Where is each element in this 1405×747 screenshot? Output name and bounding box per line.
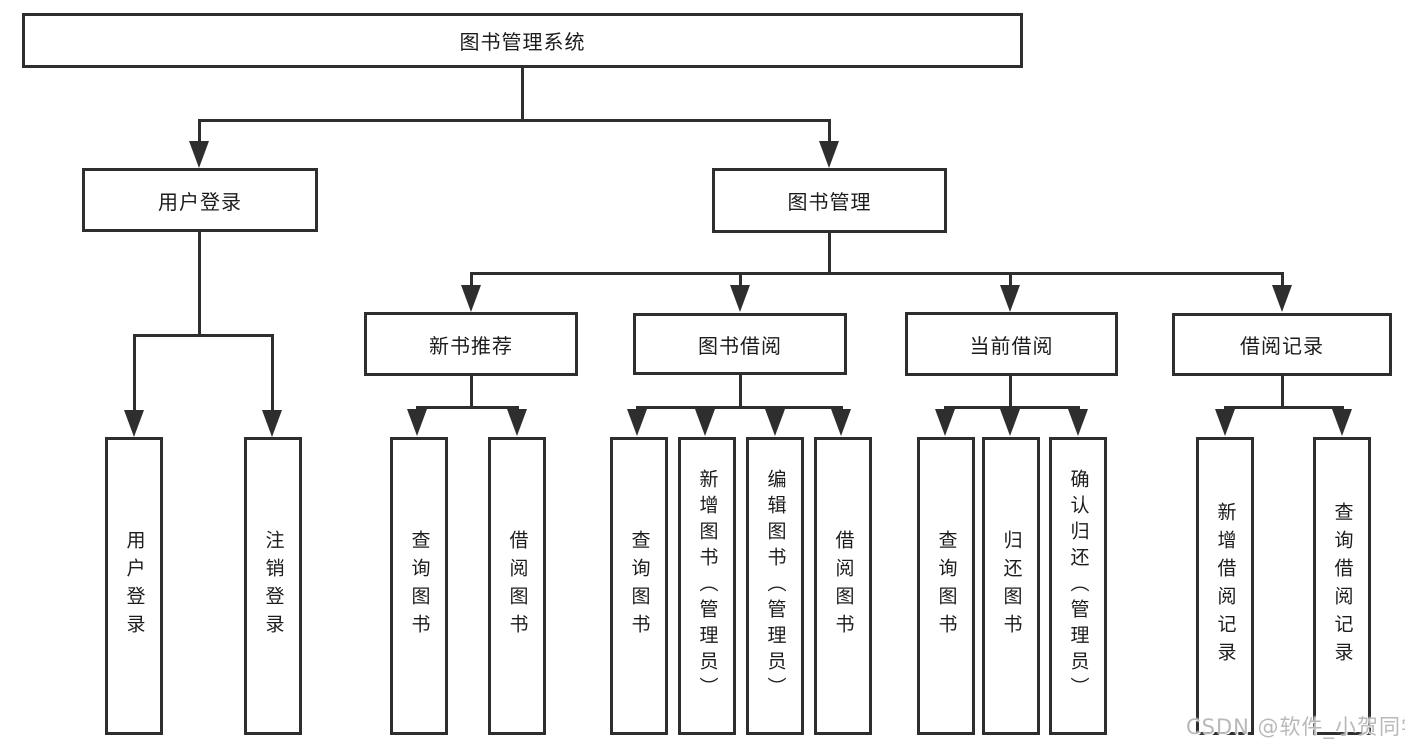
leaf-borrow-book-recommend: 借阅图书 — [488, 437, 546, 735]
arrow-to-confirm-return-admin — [1068, 409, 1088, 436]
connector-borrow-hbar — [636, 406, 843, 409]
node-book-borrow: 图书借阅 — [633, 313, 847, 375]
leaf-logout-login: 注销登录 — [244, 437, 302, 735]
connector-current-stem — [1009, 272, 1012, 288]
connector-book-mgmt-hbar — [470, 272, 1284, 275]
connector-record-down — [1281, 375, 1284, 408]
connector-user-login-hbar — [133, 334, 274, 337]
arrow-to-leaf-user-login — [124, 410, 144, 437]
connector-user-login-down — [198, 231, 201, 336]
node-library-system: 图书管理系统 — [22, 13, 1023, 68]
connector-current-down — [1009, 375, 1012, 408]
csdn-watermark: CSDN @软件_小贺同学 — [1186, 715, 1405, 739]
connector-root-hbar — [198, 119, 831, 122]
leaf-edit-book-admin: 编辑图书（管理员） — [746, 437, 804, 735]
arrow-to-add-book-admin — [695, 409, 715, 436]
arrow-to-edit-book-admin — [765, 409, 785, 436]
arrow-to-book-borrow — [730, 285, 750, 312]
node-borrow-record: 借阅记录 — [1172, 313, 1392, 376]
leaf-query-borrow-record: 查询借阅记录 — [1313, 437, 1371, 735]
arrow-to-leaf-logout — [262, 410, 282, 437]
connector-current-hbar — [944, 406, 1080, 409]
leaf-add-borrow-record: 新增借阅记录 — [1196, 437, 1254, 735]
leaf-add-book-admin: 新增图书（管理员） — [678, 437, 736, 735]
arrow-to-borrow-book-recommend — [507, 409, 527, 436]
connector-recommend-hbar — [416, 406, 519, 409]
connector-leaf-logout-stem — [271, 334, 274, 412]
arrow-to-borrow-record — [1272, 285, 1292, 312]
leaf-query-book-borrow: 查询图书 — [610, 437, 668, 735]
leaf-borrow-book-borrow: 借阅图书 — [814, 437, 872, 735]
leaf-return-book: 归还图书 — [982, 437, 1040, 735]
arrow-to-query-book-recommend — [407, 409, 427, 436]
node-new-book-recommend: 新书推荐 — [364, 312, 578, 376]
leaf-query-book-recommend: 查询图书 — [390, 437, 448, 735]
connector-recommend-down — [470, 375, 473, 408]
connector-book-mgmt-down — [828, 232, 831, 274]
arrow-to-borrow-book-borrow — [831, 409, 851, 436]
connector-borrow-stem — [739, 272, 742, 288]
connector-record-hbar — [1224, 406, 1344, 409]
connector-user-login-stem — [198, 119, 201, 145]
arrow-to-return-book — [1000, 409, 1020, 436]
leaf-confirm-return-admin: 确认归还（管理员） — [1049, 437, 1107, 735]
connector-book-mgmt-stem — [828, 119, 831, 145]
arrow-to-current-borrow — [1000, 285, 1020, 312]
arrow-to-query-book-current — [935, 409, 955, 436]
node-book-management: 图书管理 — [712, 168, 947, 233]
arrow-to-add-borrow-record — [1215, 409, 1235, 436]
node-user-login: 用户登录 — [82, 168, 318, 232]
arrow-to-new-book-recommend — [461, 285, 481, 312]
arrow-to-user-login — [189, 141, 209, 168]
arrow-to-book-management — [819, 141, 839, 168]
leaf-query-book-current: 查询图书 — [917, 437, 975, 735]
leaf-user-login: 用户登录 — [105, 437, 163, 735]
node-current-borrow: 当前借阅 — [905, 312, 1118, 376]
arrow-to-query-borrow-record — [1332, 409, 1352, 436]
connector-root-stem — [521, 67, 524, 121]
arrow-to-query-book-borrow — [627, 409, 647, 436]
connector-record-stem — [1281, 272, 1284, 288]
connector-recommend-stem — [470, 272, 473, 288]
connector-leaf-user-login-stem — [133, 334, 136, 412]
connector-borrow-down — [739, 374, 742, 408]
